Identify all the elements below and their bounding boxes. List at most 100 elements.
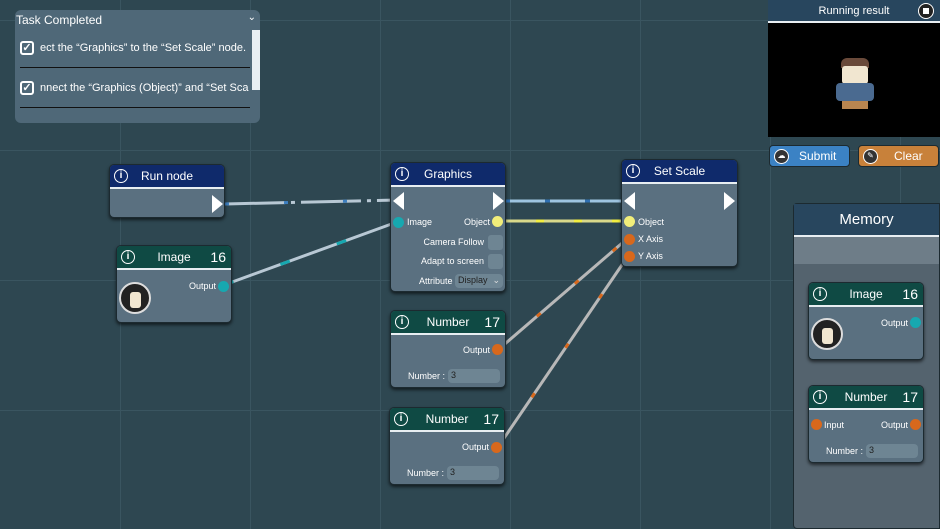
number-label: Number : (407, 468, 445, 478)
task-item: ✓ ect the “Graphics” to the “Set Scale” … (20, 40, 250, 68)
memory-panel: Memory (793, 203, 940, 529)
checkbox-icon[interactable]: ✓ (20, 81, 34, 95)
camera-follow-label: Camera Follow (423, 237, 484, 247)
node-title: Number (425, 412, 469, 426)
info-icon[interactable]: i (121, 250, 135, 264)
y-axis-label: Y Axis (638, 251, 663, 261)
running-result-header: Running result (768, 0, 940, 23)
submit-label: Submit (799, 149, 837, 163)
node-title: Image (157, 250, 191, 264)
output-port[interactable] (910, 419, 921, 430)
exec-wire-run-graphics (224, 198, 399, 206)
character-thumbnail (811, 318, 843, 350)
chevron-down-icon[interactable]: ⌄ (247, 12, 256, 23)
info-icon[interactable]: i (813, 287, 827, 301)
output-label: Output (188, 281, 216, 291)
broom-icon: ✎ (863, 148, 878, 164)
node-id: 17 (902, 389, 918, 405)
info-icon[interactable]: i (813, 390, 827, 404)
output-label: Output (461, 442, 489, 452)
scrollbar[interactable] (252, 30, 260, 90)
number-input[interactable]: 3 (448, 369, 500, 383)
adapt-to-screen-checkbox[interactable] (488, 254, 503, 269)
exec-in-port[interactable] (624, 192, 635, 210)
running-result-panel: Running result (768, 0, 940, 137)
running-result-title: Running result (818, 5, 890, 17)
number-node[interactable]: i Number 17 Output Number : 3 (389, 407, 505, 485)
node-title: Number (426, 315, 470, 329)
output-label: Output (880, 420, 908, 430)
camera-follow-checkbox[interactable] (488, 235, 503, 250)
output-port[interactable] (218, 281, 229, 292)
task-text: nnect the “Graphics (Object)” and “Set S… (40, 82, 249, 94)
output-label: Output (880, 318, 908, 328)
output-port[interactable] (910, 317, 921, 328)
set-scale-node[interactable]: i Set Scale Object X Axis Y Axis (621, 159, 738, 267)
attribute-label: Attribute (419, 276, 453, 286)
object-label: Object (463, 217, 490, 227)
output-port[interactable] (492, 344, 503, 355)
node-title: Set Scale (653, 164, 706, 178)
node-id: 16 (210, 249, 226, 265)
yaxis-wire (496, 255, 630, 448)
image-node[interactable]: i Image 16 Output (116, 245, 232, 323)
output-port[interactable] (491, 442, 502, 453)
object-output-port[interactable] (492, 216, 503, 227)
graphics-node[interactable]: i Graphics Image Object Camera Follow Ada… (390, 162, 506, 292)
exec-out-port[interactable] (493, 192, 504, 210)
node-title: Number (844, 390, 888, 404)
attribute-value: Display (458, 275, 488, 285)
memory-header: Memory (794, 204, 939, 237)
number-node[interactable]: i Number 17 Output Number : 3 (390, 310, 506, 388)
number-label: Number : (826, 446, 864, 456)
adapt-to-screen-label: Adapt to screen (420, 256, 484, 266)
task-panel: Task Completed ⌄ ✓ ect the “Graphics” to… (15, 10, 260, 123)
node-id: 16 (902, 286, 918, 302)
y-axis-input-port[interactable] (624, 251, 635, 262)
task-item: ✓ nnect the “Graphics (Object)” and “Set… (20, 80, 250, 108)
node-title: Image (849, 287, 883, 301)
exec-out-port[interactable] (212, 195, 223, 213)
object-input-port[interactable] (624, 216, 635, 227)
clear-label: Clear (894, 149, 923, 163)
input-port[interactable] (811, 419, 822, 430)
node-id: 17 (483, 411, 499, 427)
number-input[interactable]: 3 (866, 444, 918, 458)
memory-image-node[interactable]: i Image 16 Output (808, 282, 924, 360)
memory-title: Memory (839, 211, 894, 228)
info-icon[interactable]: i (395, 167, 409, 181)
x-axis-label: X Axis (638, 234, 664, 244)
image-label: Image (407, 217, 433, 227)
number-label: Number : (408, 371, 446, 381)
exec-out-port[interactable] (724, 192, 735, 210)
input-label: Input (824, 420, 845, 430)
object-label: Object (638, 217, 665, 227)
submit-button[interactable]: ☁ Submit (769, 145, 850, 167)
clear-button[interactable]: ✎ Clear (858, 145, 939, 167)
x-axis-input-port[interactable] (624, 234, 635, 245)
image-input-port[interactable] (393, 217, 404, 228)
info-icon[interactable]: i (394, 412, 408, 426)
node-title: Graphics (423, 167, 473, 181)
node-id: 17 (484, 314, 500, 330)
number-input[interactable]: 3 (447, 466, 499, 480)
output-label: Output (462, 345, 490, 355)
xaxis-wire (498, 236, 629, 351)
character-thumbnail (119, 282, 151, 314)
node-title: Run node (140, 169, 194, 183)
cloud-upload-icon: ☁ (774, 148, 789, 164)
task-panel-title: Task Completed (16, 13, 103, 27)
run-node[interactable]: i Run node (109, 164, 225, 218)
info-icon[interactable]: i (395, 315, 409, 329)
exec-in-port[interactable] (393, 192, 404, 210)
dropdown-arrow-icon: ⌄ (492, 275, 500, 285)
memory-number-node[interactable]: i Number 17 Input Output Number : 3 (808, 385, 924, 463)
image-wire (223, 220, 398, 287)
info-icon[interactable]: i (626, 164, 640, 178)
stop-icon[interactable] (918, 3, 934, 19)
info-icon[interactable]: i (114, 169, 128, 183)
character-sprite (834, 58, 876, 112)
checkbox-icon[interactable]: ✓ (20, 41, 34, 55)
attribute-select[interactable]: Display ⌄ (455, 274, 503, 288)
